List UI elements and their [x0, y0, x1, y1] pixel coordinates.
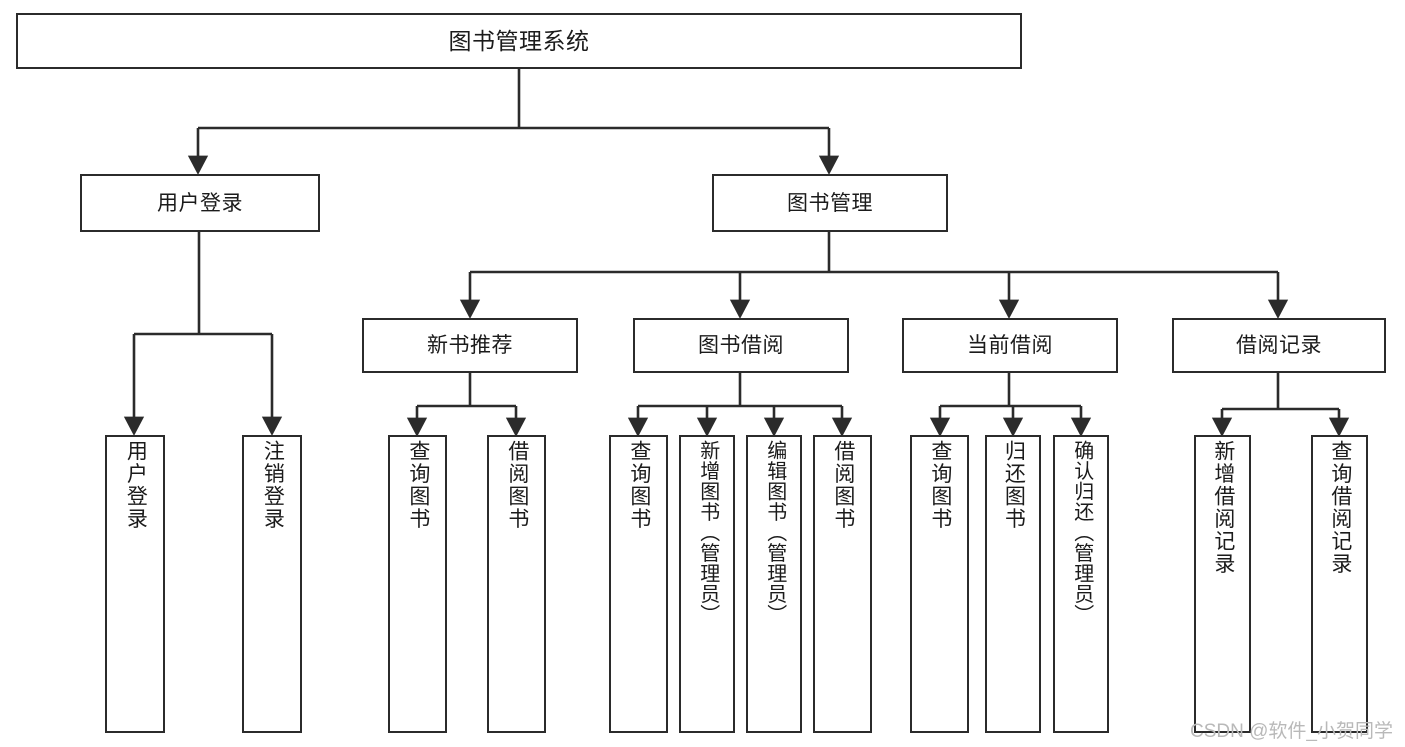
- node-leaf-confirm-return-label: 确认归还（管理员）: [1070, 440, 1093, 625]
- node-leaf-query-book-3-label: 查询图书: [928, 440, 952, 530]
- node-leaf-query-record-label: 查询借阅记录: [1328, 440, 1352, 575]
- node-leaf-query-book-1[interactable]: 查询图书: [388, 435, 447, 733]
- node-leaf-query-book-2-label: 查询图书: [627, 440, 651, 530]
- node-leaf-user-login-label: 用户登录: [124, 440, 148, 530]
- node-leaf-return-book[interactable]: 归还图书: [985, 435, 1041, 733]
- node-book-borrow-label: 图书借阅: [698, 334, 784, 357]
- node-leaf-add-book[interactable]: 新增图书（管理员）: [679, 435, 735, 733]
- node-user-login[interactable]: 用户登录: [80, 174, 320, 232]
- node-leaf-confirm-return[interactable]: 确认归还（管理员）: [1053, 435, 1109, 733]
- node-leaf-add-book-label: 新增图书（管理员）: [696, 440, 719, 625]
- node-leaf-borrow-book-1-label: 借阅图书: [505, 440, 529, 530]
- node-leaf-logout-label: 注销登录: [261, 440, 285, 530]
- node-current-borrow-label: 当前借阅: [967, 334, 1053, 357]
- node-leaf-query-book-1-label: 查询图书: [406, 440, 430, 530]
- node-book-manage-label: 图书管理: [787, 191, 873, 215]
- node-borrow-record-label: 借阅记录: [1236, 334, 1322, 357]
- node-new-book-recommend-label: 新书推荐: [427, 334, 513, 357]
- node-leaf-query-book-3[interactable]: 查询图书: [910, 435, 969, 733]
- node-leaf-borrow-book-1[interactable]: 借阅图书: [487, 435, 546, 733]
- node-borrow-record[interactable]: 借阅记录: [1172, 318, 1386, 373]
- node-root-label: 图书管理系统: [448, 27, 590, 54]
- node-leaf-return-book-label: 归还图书: [1002, 440, 1026, 530]
- node-leaf-borrow-book-2[interactable]: 借阅图书: [813, 435, 872, 733]
- node-book-borrow[interactable]: 图书借阅: [633, 318, 849, 373]
- node-leaf-query-book-2[interactable]: 查询图书: [609, 435, 668, 733]
- node-current-borrow[interactable]: 当前借阅: [902, 318, 1118, 373]
- node-leaf-add-record-label: 新增借阅记录: [1211, 440, 1235, 575]
- node-leaf-query-record[interactable]: 查询借阅记录: [1311, 435, 1368, 733]
- node-leaf-user-login[interactable]: 用户登录: [105, 435, 165, 733]
- node-leaf-borrow-book-2-label: 借阅图书: [831, 440, 855, 530]
- node-leaf-add-record[interactable]: 新增借阅记录: [1194, 435, 1251, 733]
- node-new-book-recommend[interactable]: 新书推荐: [362, 318, 578, 373]
- csdn-watermark: CSDN @软件_小贺同学: [1190, 721, 1393, 742]
- node-leaf-edit-book-label: 编辑图书（管理员）: [763, 440, 786, 625]
- node-root[interactable]: 图书管理系统: [16, 13, 1022, 69]
- node-leaf-edit-book[interactable]: 编辑图书（管理员）: [746, 435, 802, 733]
- node-leaf-logout[interactable]: 注销登录: [242, 435, 302, 733]
- node-book-manage[interactable]: 图书管理: [712, 174, 948, 232]
- node-user-login-label: 用户登录: [157, 191, 243, 215]
